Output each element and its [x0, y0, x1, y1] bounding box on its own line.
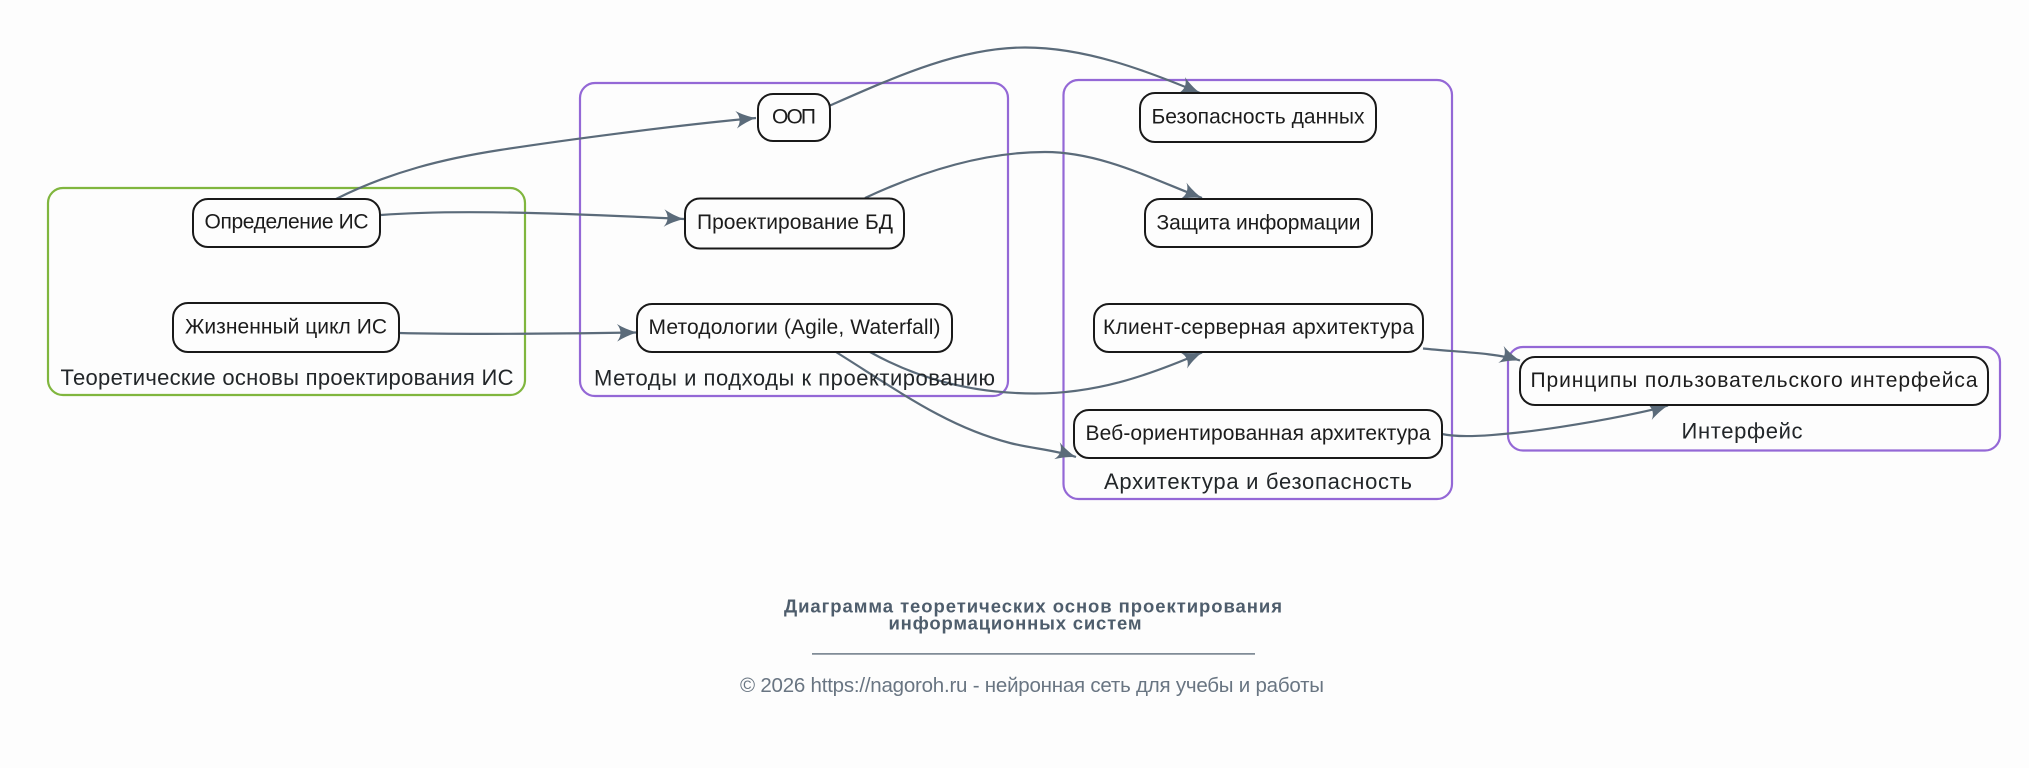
svg-text:Проектирование БД: Проектирование БД [697, 211, 893, 234]
svg-text:Принципы пользовательского инт: Принципы пользовательского интерфейса [1531, 369, 1978, 392]
svg-text:Теоретические основы проектиро: Теоретические основы проектирования ИС [61, 365, 514, 390]
svg-text:Безопасность данных: Безопасность данных [1152, 106, 1366, 129]
svg-text:Методологии (Agile, Waterfall): Методологии (Agile, Waterfall) [649, 316, 941, 339]
svg-text:Архитектура и безопасность: Архитектура и безопасность [1104, 469, 1412, 494]
svg-text:Защита информации: Защита информации [1157, 212, 1361, 235]
svg-text:Веб-ориентированная архитектур: Веб-ориентированная архитектура [1086, 422, 1431, 445]
svg-text:информационных систем: информационных систем [889, 613, 1142, 634]
svg-text:Диаграмма теоретических основ: Диаграмма теоретических основ проектиров… [784, 596, 1282, 617]
svg-text:Жизненный цикл ИС: Жизненный цикл ИС [185, 316, 387, 339]
svg-text:ООП: ООП [772, 106, 816, 129]
svg-text:Клиент-серверная архитектура: Клиент-серверная архитектура [1103, 316, 1414, 339]
svg-text:© 2026 https://nagoroh.ru - не: © 2026 https://nagoroh.ru - нейронная се… [740, 674, 1324, 697]
svg-text:Интерфейс: Интерфейс [1682, 419, 1803, 444]
svg-text:Определение ИС: Определение ИС [205, 211, 369, 234]
svg-text:Методы и подходы к проектирова: Методы и подходы к проектированию [594, 366, 995, 391]
